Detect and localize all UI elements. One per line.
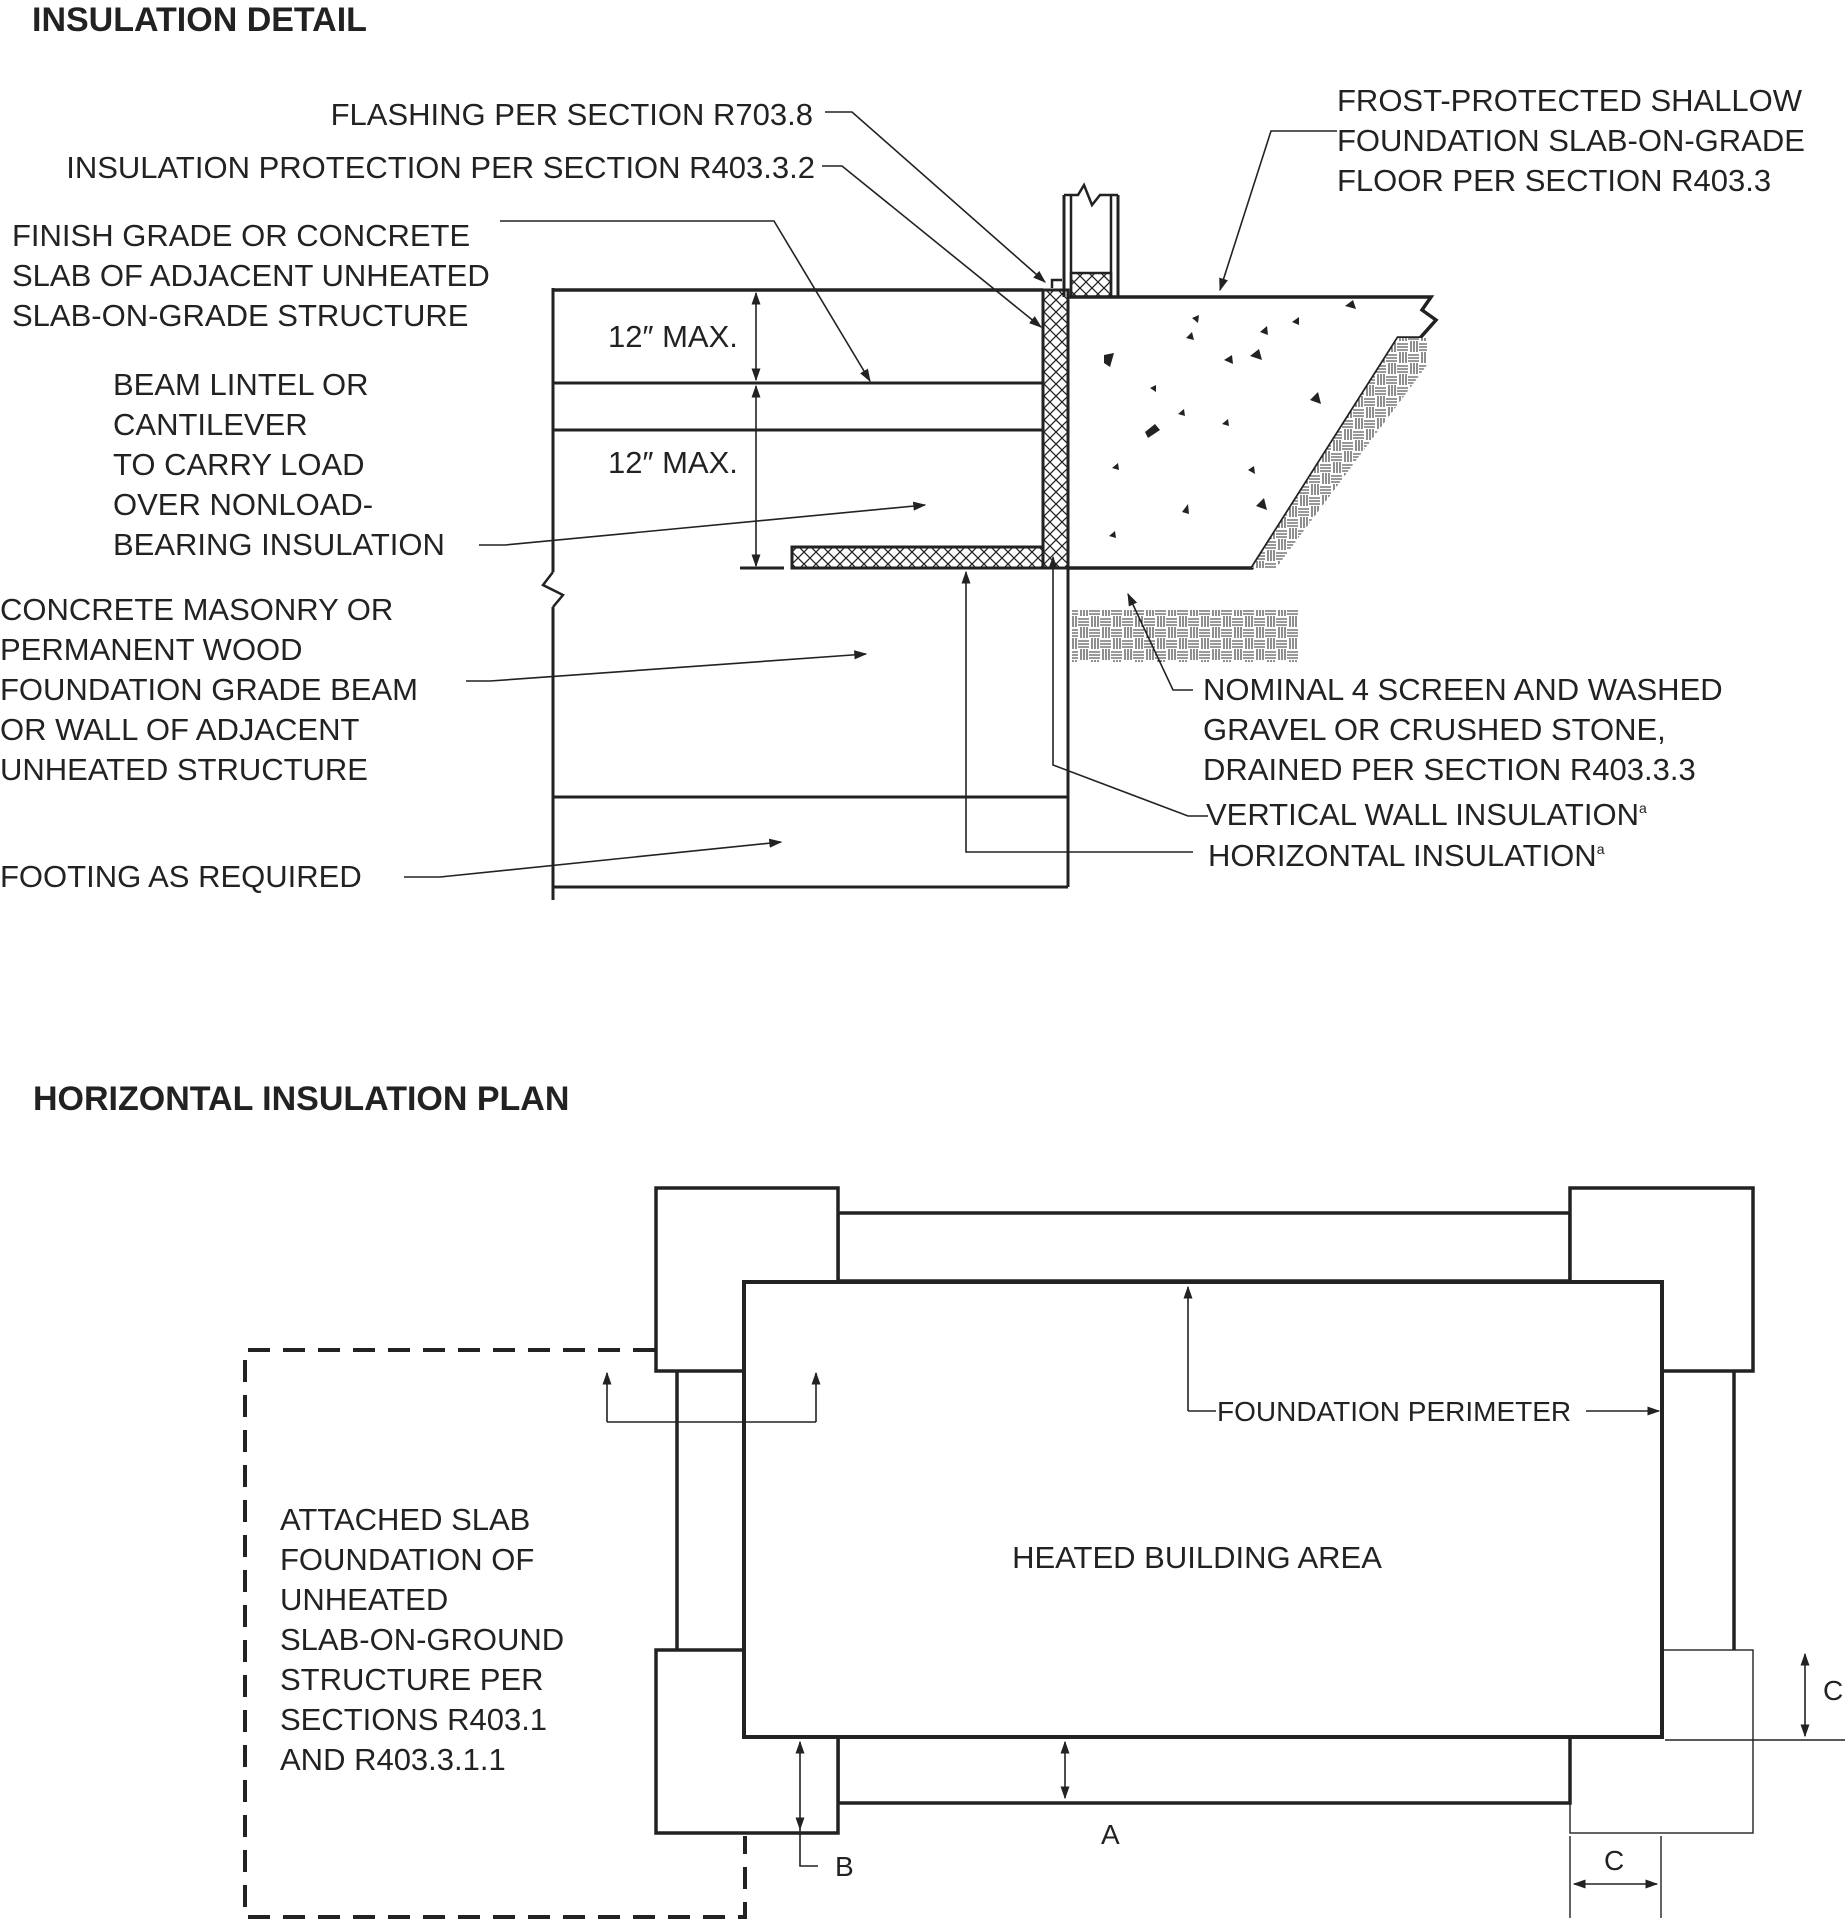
insulation-protection-label: INSULATION PROTECTION PER SECTION R403.3…	[66, 150, 815, 185]
gravel-base	[1072, 610, 1298, 662]
concrete-masonry-label-3: FOUNDATION GRADE BEAM	[0, 672, 418, 707]
concrete-masonry-label-4: OR WALL OF ADJACENT	[0, 712, 359, 747]
footing-label: FOOTING AS REQUIRED	[0, 859, 362, 894]
gravel-label-3: DRAINED PER SECTION R403.3.3	[1203, 752, 1696, 787]
concrete-masonry-label-2: PERMANENT WOOD	[0, 632, 303, 667]
beam-lintel-label-4: OVER NONLOAD-	[113, 487, 373, 522]
dimension-b: B	[795, 1740, 854, 1882]
concrete-slab	[1068, 295, 1439, 570]
gravel-label-1: NOMINAL 4 SCREEN AND WASHED	[1203, 672, 1723, 707]
frost-protected-label-1: FROST-PROTECTED SHALLOW	[1337, 83, 1803, 118]
horizontal-insulation-plan: HORIZONTAL INSULATION PLAN HEATED BUILDI…	[33, 1080, 1845, 1919]
dim-c-right-label: C	[1823, 1675, 1843, 1706]
frost-protected-label-2: FOUNDATION SLAB-ON-GRADE	[1337, 123, 1805, 158]
foundation-perimeter-leader: FOUNDATION PERIMETER	[1183, 1285, 1661, 1427]
horizontal-insulation-label: HORIZONTAL INSULATIONa	[1208, 838, 1605, 873]
attached-slab-label-6: SECTIONS R403.1	[280, 1702, 547, 1737]
gravel-slope	[1252, 338, 1427, 568]
detail-title: INSULATION DETAIL	[32, 1, 367, 39]
attached-slab-label-5: STRUCTURE PER	[280, 1662, 544, 1697]
beam-lintel-label-2: CANTILEVER	[113, 407, 308, 442]
insulation-detail: INSULATION DETAIL	[0, 1, 1805, 900]
dim-c-bottom-label: C	[1604, 1845, 1624, 1876]
dim-b-label: B	[835, 1851, 854, 1882]
attached-slab-label-7: AND R403.3.1.1	[280, 1742, 506, 1777]
attached-slab-label-2: FOUNDATION OF	[280, 1542, 534, 1577]
heated-building-area	[742, 1280, 1664, 1739]
attached-slab-label-4: SLAB-ON-GROUND	[280, 1622, 564, 1657]
attached-slab-leaders	[602, 1371, 821, 1423]
horizontal-insulation	[790, 545, 1045, 570]
dim-a-label: A	[1101, 1819, 1120, 1850]
gravel-label-2: GRAVEL OR CRUSHED STONE,	[1203, 712, 1666, 747]
finish-grade-label-2: SLAB OF ADJACENT UNHEATED	[12, 258, 490, 293]
dimension-12-max: 12″ MAX. 12″ MAX.	[608, 291, 761, 568]
dimension-c-right: C	[1665, 1652, 1845, 1741]
grade-beam-wall	[541, 288, 1070, 900]
footnote-mark: a	[1639, 800, 1647, 816]
plan-title: HORIZONTAL INSULATION PLAN	[33, 1080, 569, 1118]
beam-lintel-label-3: TO CARRY LOAD	[113, 447, 365, 482]
attached-slab-label-3: UNHEATED	[280, 1582, 448, 1617]
foundation-perimeter-label: FOUNDATION PERIMETER	[1217, 1396, 1571, 1427]
dim-upper-label: 12″ MAX.	[608, 319, 738, 354]
dimension-c-bottom: C	[1569, 1836, 1662, 1918]
stud-wall	[1050, 182, 1120, 299]
finish-grade-label-1: FINISH GRADE OR CONCRETE	[12, 218, 470, 253]
dimension-a: A	[1060, 1740, 1120, 1850]
vertical-insulation-label: VERTICAL WALL INSULATIONa	[1206, 797, 1647, 832]
concrete-masonry-label-1: CONCRETE MASONRY OR	[0, 592, 393, 627]
flashing-label: FLASHING PER SECTION R703.8	[331, 97, 813, 132]
beam-lintel-label-5: BEARING INSULATION	[113, 527, 445, 562]
footnote-mark: a	[1597, 841, 1605, 857]
detail-leaders	[404, 111, 1337, 878]
beam-lintel-label-1: BEAM LINTEL OR	[113, 367, 369, 402]
dim-lower-label: 12″ MAX.	[608, 445, 738, 480]
vertical-wall-insulation	[1041, 288, 1070, 570]
frost-protected-label-3: FLOOR PER SECTION R403.3	[1337, 163, 1771, 198]
concrete-masonry-label-5: UNHEATED STRUCTURE	[0, 752, 368, 787]
attached-slab-label-1: ATTACHED SLAB	[280, 1502, 530, 1537]
finish-grade-label-3: SLAB-ON-GRADE STRUCTURE	[12, 298, 468, 333]
heated-area-label: HEATED BUILDING AREA	[1012, 1540, 1382, 1575]
